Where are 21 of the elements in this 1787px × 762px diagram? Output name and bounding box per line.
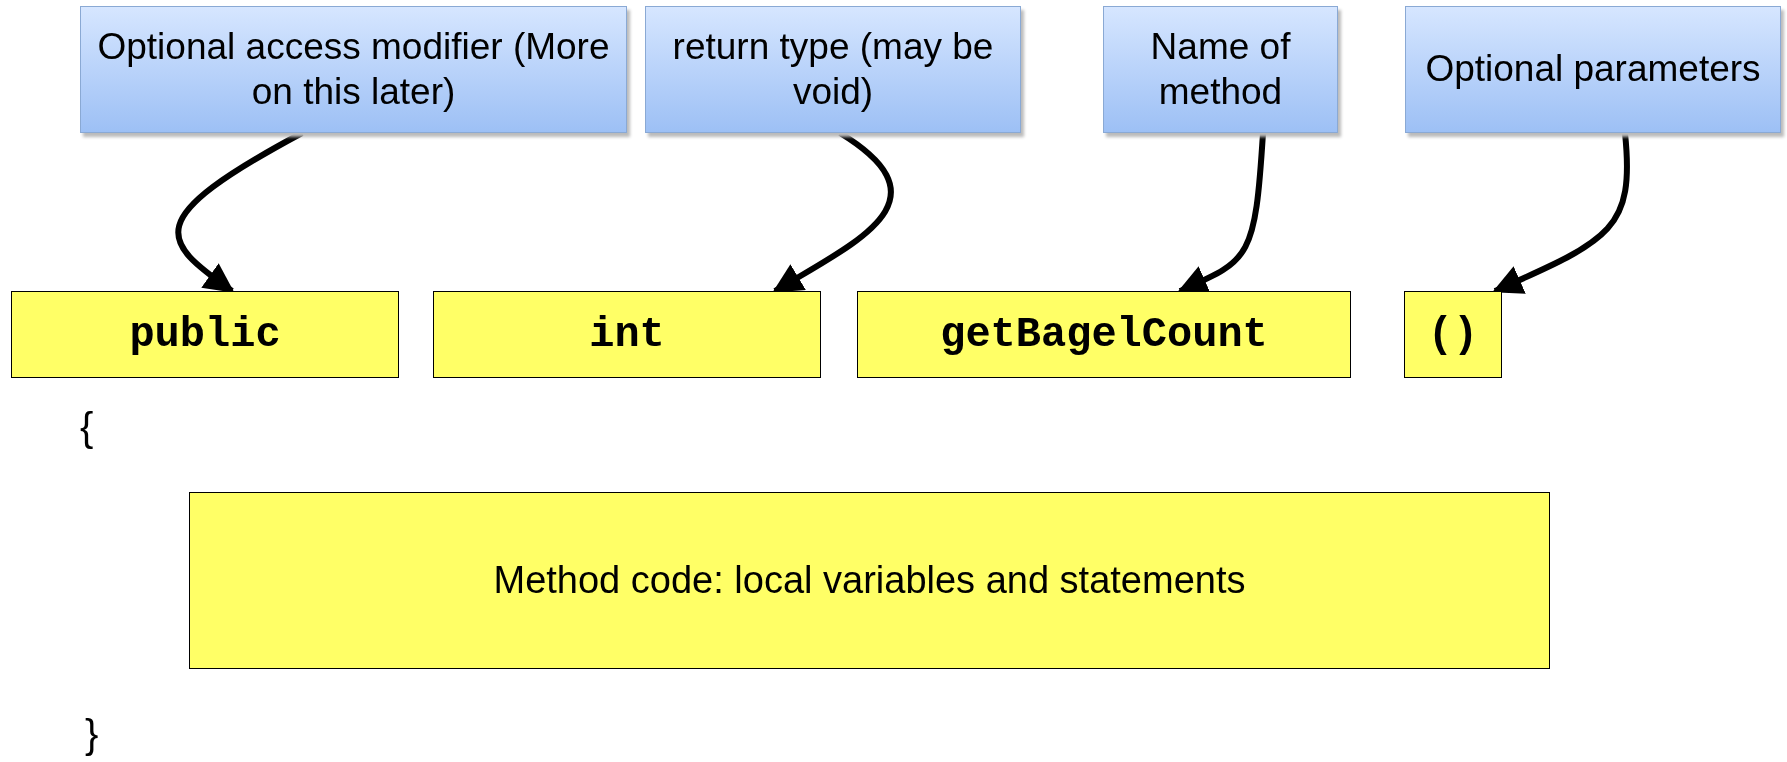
code-token-box	[433, 291, 821, 378]
brace-text: {	[80, 405, 94, 450]
curved-arrow	[1492, 132, 1630, 294]
annotation-box	[1103, 6, 1338, 133]
code-token-box	[857, 291, 1351, 378]
node-text: int	[589, 310, 665, 359]
code-token-box	[1404, 291, 1502, 378]
node-text: Name of method	[1149, 25, 1292, 114]
node-text: Optional access modifier (More on this later)	[96, 25, 611, 114]
code-block-box	[189, 492, 1550, 669]
node-text: return type (may be void)	[671, 25, 995, 114]
node-text: getBagelCount	[940, 310, 1268, 359]
node-text: Method code: local variables and statements	[493, 559, 1246, 602]
annotation-box	[1405, 6, 1781, 133]
brace-text: }	[85, 712, 99, 757]
annotation-box	[645, 6, 1021, 133]
node-text: public	[129, 310, 281, 359]
node-text: Optional parameters	[1425, 47, 1761, 92]
node-text: ()	[1427, 310, 1479, 359]
code-token-box	[11, 291, 399, 378]
annotation-box	[80, 6, 627, 133]
